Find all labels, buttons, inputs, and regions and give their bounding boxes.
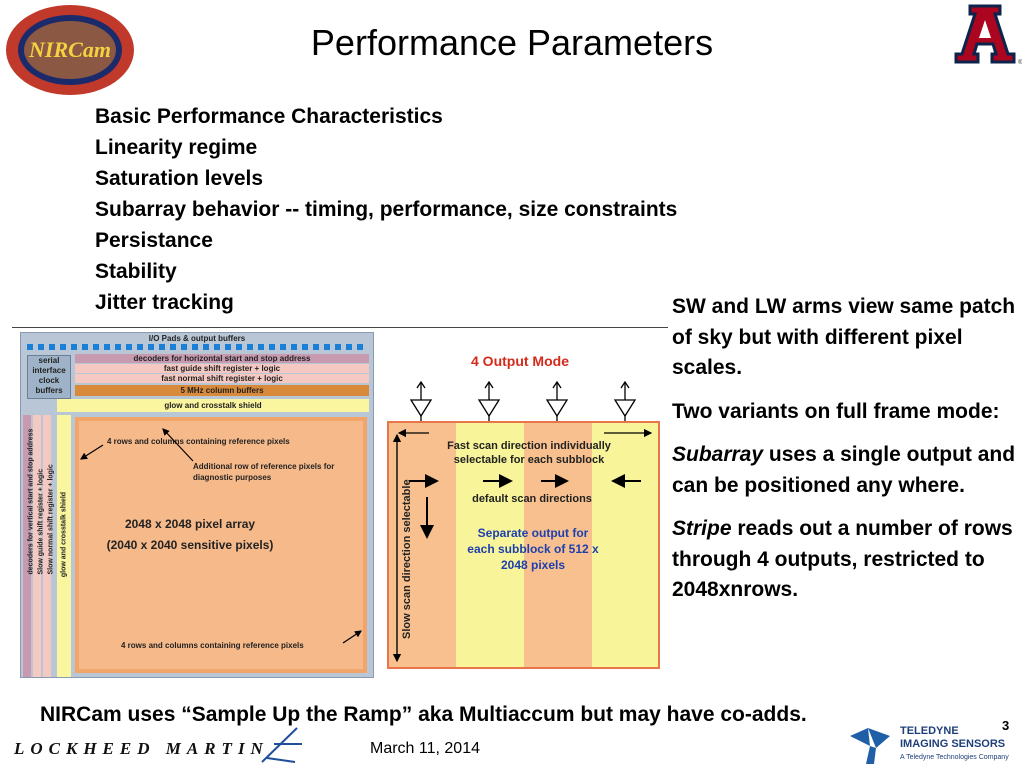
slow-scan-label: Slow scan direction selectable: [401, 479, 413, 639]
separate-output-label: Separate output for each subblock of 512…: [467, 526, 599, 572]
io-pads-strip: [27, 344, 367, 350]
pixel-array-inner: [79, 421, 363, 669]
bullet-list: Basic Performance Characteristics Linear…: [95, 101, 677, 318]
decoders-horizontal-band: decoders for horizontal start and stop a…: [75, 354, 369, 363]
vertical-shield-band: [57, 415, 71, 677]
text-paragraph: Two variants on full frame mode:: [672, 399, 1000, 423]
text-paragraph: Subarray uses a single output and can be…: [672, 440, 1017, 501]
vertical-decoders-band: [23, 415, 31, 677]
arrow-icon: [162, 428, 194, 462]
divider-line: [12, 327, 668, 328]
detector-arrows: [79, 428, 362, 644]
nircam-logo-text: NIRCam: [28, 37, 111, 62]
registered-mark-icon: ®: [1018, 59, 1022, 66]
array-size-label: 2048 x 2048 pixel array: [124, 517, 256, 531]
subarray-description: uses a single output and can be position…: [672, 443, 1016, 497]
amplifier-icon: [613, 380, 637, 421]
column-buffers-band: 5 MHz column buffers: [75, 385, 369, 396]
teledyne-emblem-icon: [850, 728, 890, 764]
text-paragraph: Stripe reads out a number of rows throug…: [672, 514, 1017, 606]
footer-statement: NIRCam uses “Sample Up the Ramp” aka Mul…: [40, 703, 807, 726]
teledyne-name: TELEDYNE: [900, 725, 959, 737]
arrow-icon: [79, 444, 104, 460]
star-icon: [261, 727, 302, 763]
output-mode-diagram: Fast scan direction individually selecta…: [387, 421, 660, 669]
page-number: 3: [1002, 718, 1010, 733]
reference-pixels-top-label: 4 rows and columns containing reference …: [107, 437, 290, 446]
bullet-item: Jitter tracking: [95, 291, 234, 314]
fast-scan-label: Fast scan direction individually selecta…: [447, 440, 611, 466]
default-scan-label: default scan directions: [472, 493, 592, 505]
shield-top-band: glow and crosstalk shield: [57, 399, 369, 412]
subblock-stripe: [524, 423, 592, 667]
bullet-item: Stability: [95, 260, 177, 283]
bullet-item: Saturation levels: [95, 167, 264, 190]
teledyne-division: IMAGING SENSORS: [900, 738, 1005, 750]
vertical-slow-guide-band: [33, 415, 41, 677]
slide-title: Performance Parameters: [310, 22, 714, 63]
amplifier-icon: [409, 380, 433, 421]
pixel-array-outer: 4 rows and columns containing reference …: [75, 417, 367, 673]
bullet-item: Basic Performance Characteristics: [95, 105, 443, 128]
extra-reference-row-label: Additional row of reference pixels for d…: [193, 462, 335, 482]
amplifier-icon: [545, 380, 569, 421]
vertical-slow-normal-band: [43, 415, 51, 677]
reference-pixels-bottom-label: 4 rows and columns containing reference …: [121, 641, 304, 650]
detector-layout-diagram: I/O Pads & output buffers serial interfa…: [20, 332, 374, 678]
output-amplifiers: [409, 380, 637, 421]
slide-date: March 11, 2014: [370, 740, 480, 757]
teledyne-tagline: A Teledyne Technologies Company: [900, 754, 1009, 761]
lockheed-martin-text: LOCKHEED MARTIN: [13, 739, 269, 758]
stripe-description: reads out a number of rows through 4 out…: [672, 517, 1013, 601]
text-paragraph: SW and LW arms view same patch of sky bu…: [672, 295, 1016, 379]
scan-arrows: [392, 428, 653, 663]
fast-guide-band: fast guide shift register + logic: [75, 364, 369, 373]
subblock-stripe: [389, 423, 456, 667]
stripe-term: Stripe: [672, 517, 732, 540]
lockheed-martin-logo: LOCKHEED MARTIN: [13, 727, 302, 763]
subarray-term: Subarray: [672, 443, 764, 466]
nircam-logo: NIRCam: [6, 5, 134, 95]
university-of-arizona-logo: ®: [954, 4, 1022, 66]
teledyne-logo: TELEDYNE IMAGING SENSORS A Teledyne Tech…: [850, 725, 1009, 764]
sensitive-pixels-label: (2040 x 2040 sensitive pixels): [106, 538, 274, 552]
bullet-item: Linearity regime: [95, 136, 258, 159]
arrow-icon: [342, 630, 362, 644]
subblock-stripe: [456, 423, 524, 667]
amplifier-icon: [477, 380, 501, 421]
bullet-item: Persistance: [95, 229, 213, 252]
subblock-stripe: [592, 423, 658, 667]
serial-interface-box: serial interface clock buffers: [27, 355, 71, 399]
bullet-item: Subarray behavior -- timing, performance…: [95, 198, 678, 221]
io-pads-label: I/O Pads & output buffers: [148, 334, 246, 343]
fast-normal-band: fast normal shift register + logic: [75, 374, 369, 383]
right-text-block: SW and LW arms view same patch of sky bu…: [672, 292, 1017, 619]
output-mode-title: 4 Output Mode: [471, 353, 569, 369]
